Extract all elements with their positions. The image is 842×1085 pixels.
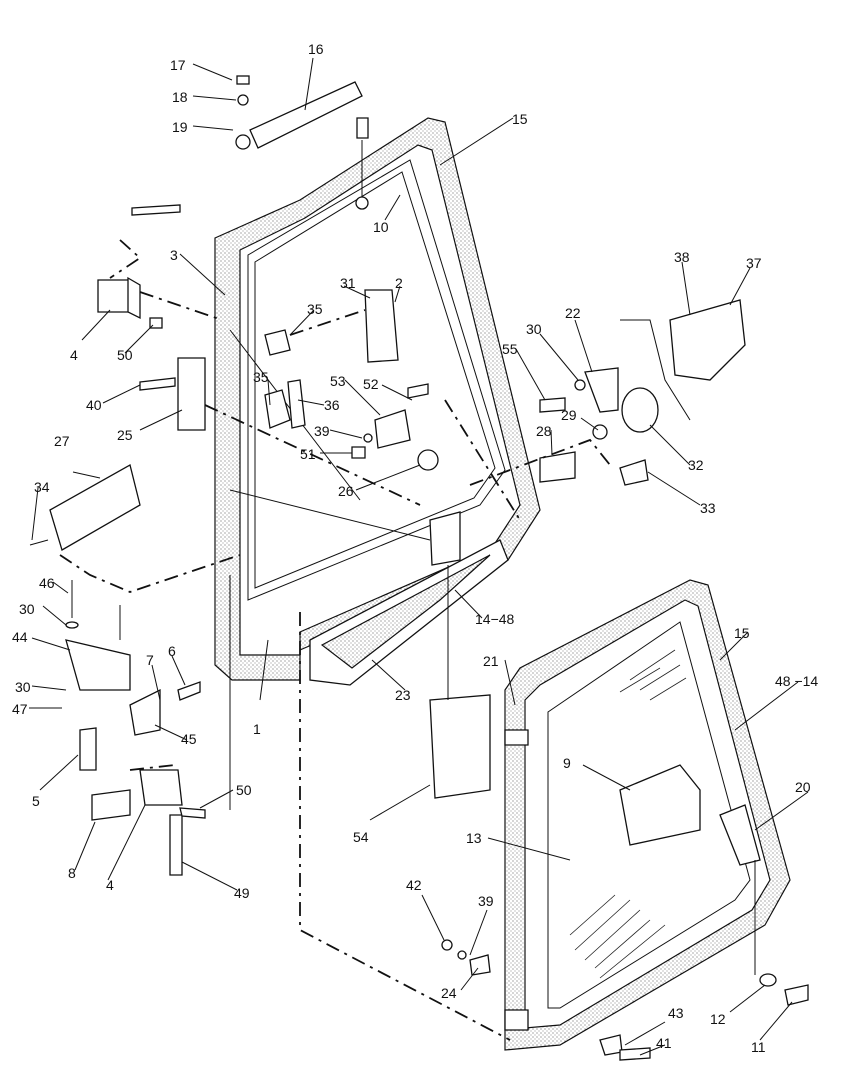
callout-label: 52 — [363, 376, 379, 392]
callout-label: 44 — [12, 629, 28, 645]
callout-label: 4 — [106, 877, 114, 893]
callout-label: 51 — [300, 446, 316, 462]
callout-label: 27 — [54, 433, 70, 449]
callout-label: 34 — [34, 479, 50, 495]
callout-label: 33 — [700, 500, 716, 516]
callout-label: 47 — [12, 701, 28, 717]
callout-label: 40 — [86, 397, 102, 413]
callout-label: 28 — [536, 423, 552, 439]
callout-label: 19 — [172, 119, 188, 135]
callout-label: 20 — [795, 779, 811, 795]
callout-label: 9 — [563, 755, 571, 771]
callout-label: 42 — [406, 877, 422, 893]
callout-label: 36 — [324, 397, 340, 413]
left-hardware — [29, 204, 206, 876]
gas-strut-assembly — [235, 75, 369, 210]
callout-label: 7 — [146, 652, 154, 668]
callout-label: 30 — [526, 321, 542, 337]
callout-label: 50 — [236, 782, 252, 798]
callout-label: 3 — [170, 247, 178, 263]
callout-label: 26 — [338, 483, 354, 499]
callout-label: 38 — [674, 249, 690, 265]
callout-label: 4 — [70, 347, 78, 363]
callout-label: 17 — [170, 57, 186, 73]
callout-label: 50 — [117, 347, 133, 363]
callout-label: 8 — [68, 865, 76, 881]
callout-label: 54 — [353, 829, 369, 845]
callout-label: 23 — [395, 687, 411, 703]
callout-label: 18 — [172, 89, 188, 105]
callout-label: 10 — [373, 219, 389, 235]
callout-label: 25 — [117, 427, 133, 443]
callout-label: 43 — [668, 1005, 684, 1021]
callout-label: 41 — [656, 1035, 672, 1051]
callout-label: 6 — [168, 643, 176, 659]
callout-label: 14−48 — [475, 611, 515, 627]
callout-label: 39 — [314, 423, 330, 439]
callout-label: 39 — [478, 893, 494, 909]
callout-label: 55 — [502, 341, 518, 357]
callout-label: 45 — [181, 731, 197, 747]
callout-label: 30 — [19, 601, 35, 617]
callout-label: 21 — [483, 653, 499, 669]
callout-label: 1 — [253, 721, 261, 737]
callout-label: 15 — [512, 111, 528, 127]
callout-label: 49 — [234, 885, 250, 901]
callout-label: 29 — [561, 407, 577, 423]
callout-labels: 17 16 18 19 15 10 3 31 2 38 37 4 50 35 2… — [12, 41, 818, 1055]
callout-label: 37 — [746, 255, 762, 271]
callout-label: 35 — [307, 301, 323, 317]
callout-label: 48 −14 — [775, 673, 818, 689]
callout-label: 5 — [32, 793, 40, 809]
latch-hardware — [264, 289, 809, 1061]
callout-label: 15 — [734, 625, 750, 641]
callout-label: 31 — [340, 275, 356, 291]
callout-leaders — [29, 57, 809, 1056]
callout-label: 30 — [15, 679, 31, 695]
assembly-lines — [59, 239, 756, 1041]
callout-label: 16 — [308, 41, 324, 57]
callout-label: 32 — [688, 457, 704, 473]
callout-label: 2 — [395, 275, 403, 291]
callout-label: 46 — [39, 575, 55, 591]
callout-label: 24 — [441, 985, 457, 1001]
callout-label: 53 — [330, 373, 346, 389]
callout-label: 12 — [710, 1011, 726, 1027]
callout-label: 35 — [253, 369, 269, 385]
callout-label: 11 — [751, 1039, 766, 1055]
callout-label: 22 — [565, 305, 581, 321]
upper-door-frame — [214, 117, 541, 686]
callout-label: 13 — [466, 830, 482, 846]
lower-door-frame — [504, 579, 791, 1051]
